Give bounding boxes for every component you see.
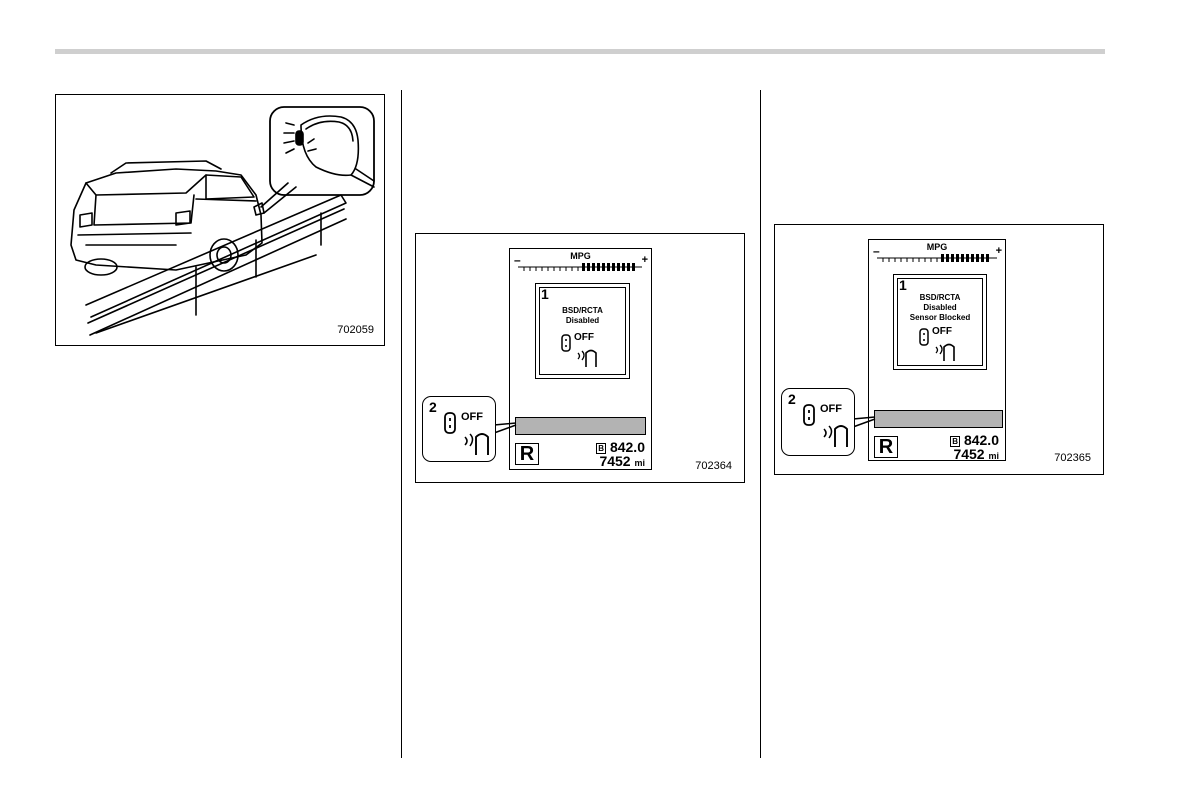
figure-code: 702059 <box>337 324 374 336</box>
warning-message-box: 1 BSD/RCTA Disabled OFF <box>535 283 630 379</box>
message-line-2: Disabled <box>894 303 986 313</box>
plus-sign: + <box>642 254 648 266</box>
odometer-unit: mi <box>634 458 645 468</box>
callout-box: 2 OFF <box>781 388 855 456</box>
figure-bsd-sensor-blocked: MPG – + 1 BSD/RCTA Disabled Sensor Blo <box>774 224 1104 475</box>
minus-sign: – <box>873 244 880 258</box>
message-line-2: Disabled <box>536 316 629 326</box>
callout-box: 2 OFF <box>422 396 496 462</box>
figure-code: 702364 <box>695 460 732 472</box>
callout-number-1: 1 <box>541 286 549 302</box>
column-divider-left <box>401 90 402 758</box>
odometer-unit: mi <box>988 451 999 461</box>
callout-number-2: 2 <box>788 391 796 407</box>
off-label: OFF <box>932 326 952 337</box>
figure-code: 702365 <box>1054 452 1091 464</box>
odometer: 7452 mi <box>555 453 645 469</box>
callout-off-label: OFF <box>820 403 842 415</box>
minus-sign: – <box>514 253 521 267</box>
plus-sign: + <box>996 245 1002 257</box>
message-line-1: BSD/RCTA <box>536 306 629 316</box>
callout-number-2: 2 <box>429 399 437 415</box>
figure-bsd-disabled: MPG – + 1 BSD/RCTA Disabled <box>415 233 745 483</box>
column-divider-right <box>760 90 761 758</box>
callout-number-1: 1 <box>899 277 907 293</box>
figure-vehicle-mirror: 702059 <box>55 94 385 346</box>
odometer-value: 7452 <box>953 446 984 462</box>
top-rule <box>55 49 1105 54</box>
callout-off-label: OFF <box>461 411 483 423</box>
message-line-3: Sensor Blocked <box>894 313 986 323</box>
callout-pointer <box>486 409 586 449</box>
callout-pointer <box>845 403 945 443</box>
off-label: OFF <box>574 332 594 343</box>
vehicle-illustration <box>56 95 385 346</box>
odometer-value: 7452 <box>599 453 630 469</box>
warning-message-box: 1 BSD/RCTA Disabled Sensor Blocked OFF <box>893 274 987 370</box>
message-line-1: BSD/RCTA <box>894 293 986 303</box>
odometer: 7452 mi <box>909 446 999 462</box>
